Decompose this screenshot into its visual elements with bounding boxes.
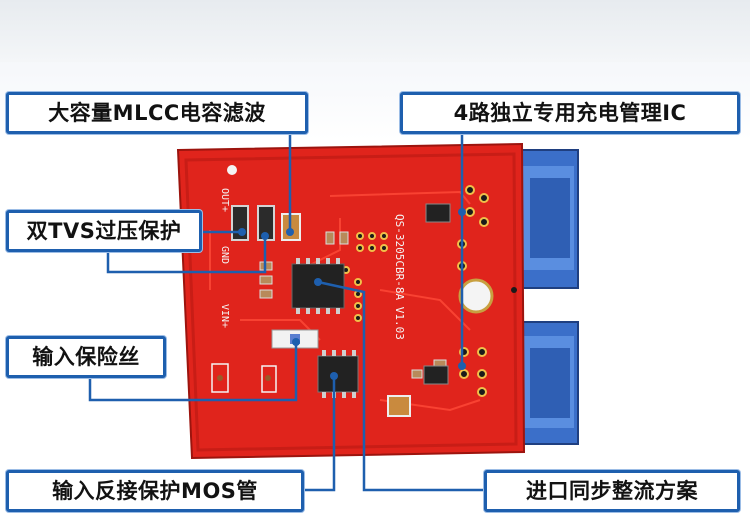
top-gray-strip (0, 0, 750, 62)
silk-vin-plus: VIN+ (219, 304, 230, 328)
callout-tvs-protection: 双TVS过压保护 (6, 210, 202, 252)
silk-out-plus: OUT+ (219, 188, 230, 212)
callout-sync-rectification: 进口同步整流方案 (484, 470, 740, 512)
callout-mlcc-capacitor: 大容量MLCC电容滤波 (6, 92, 308, 134)
callout-charge-ic: 4路独立专用充电管理IC (400, 92, 740, 134)
silk-gnd: GND (219, 246, 230, 264)
callout-input-fuse: 输入保险丝 (6, 336, 166, 378)
callout-reverse-mos: 输入反接保护MOS管 (6, 470, 304, 512)
silk-model: QS-3205CBR-8A V1.03 (393, 214, 406, 340)
